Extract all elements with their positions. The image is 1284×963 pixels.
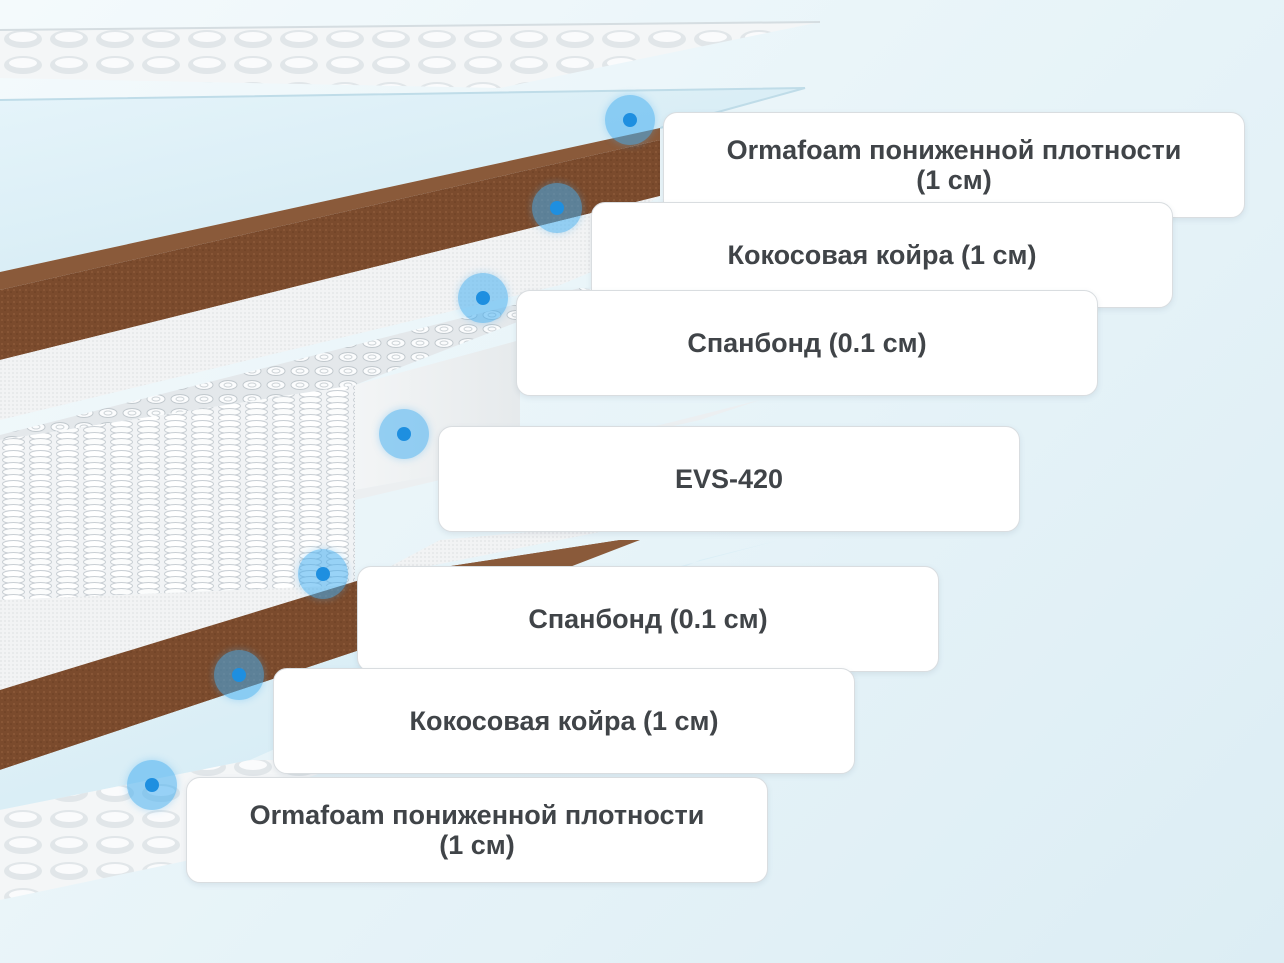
spring-block-side xyxy=(0,385,355,600)
layer-label-line2: (1 см) xyxy=(439,830,515,860)
layer-marker-spunbond-top[interactable] xyxy=(458,273,508,323)
layer-marker-coir-bottom[interactable] xyxy=(214,650,264,700)
layer-label-ormafoam-bottom: Ormafoam пониженной плотности (1 см) xyxy=(186,777,768,883)
layer-marker-spunbond-bottom[interactable] xyxy=(298,549,348,599)
layer-marker-spring-block[interactable] xyxy=(379,409,429,459)
spring-block-top xyxy=(0,288,600,440)
layer-label-line1: Ormafoam пониженной плотности xyxy=(249,800,705,830)
top-coir-top xyxy=(0,128,660,290)
layer-label-spring-block: EVS-420 xyxy=(438,426,1020,532)
layer-label-line1: EVS-420 xyxy=(674,464,784,494)
top-coir-side xyxy=(0,140,660,360)
layer-label-line1: Кокосовая койра (1 см) xyxy=(727,240,1037,270)
layer-label-line1: Спанбонд (0.1 см) xyxy=(687,328,927,358)
layer-label-spunbond-top: Спанбонд (0.1 см) xyxy=(516,290,1098,396)
layer-label-line1: Ormafoam пониженной плотности xyxy=(726,135,1182,165)
layer-label-line1: Кокосовая койра (1 см) xyxy=(409,706,719,736)
bottom-spunbond xyxy=(0,520,660,690)
layer-label-spunbond-bottom: Спанбонд (0.1 см) xyxy=(357,566,939,672)
layer-marker-ormafoam-top[interactable] xyxy=(605,95,655,145)
layer-marker-ormafoam-bottom[interactable] xyxy=(127,760,177,810)
layer-label-line1: Спанбонд (0.1 см) xyxy=(528,604,768,634)
layer-marker-coir-top[interactable] xyxy=(532,183,582,233)
layer-label-coir-bottom: Кокосовая койра (1 см) xyxy=(273,668,855,774)
top-quilted-cover xyxy=(0,22,820,88)
top-spunbond xyxy=(0,196,660,420)
layer-label-line2: (1 см) xyxy=(916,165,992,195)
top-ormafoam-layer xyxy=(0,88,805,272)
layer-label-ormafoam-top: Ormafoam пониженной плотности (1 см) xyxy=(663,112,1245,218)
